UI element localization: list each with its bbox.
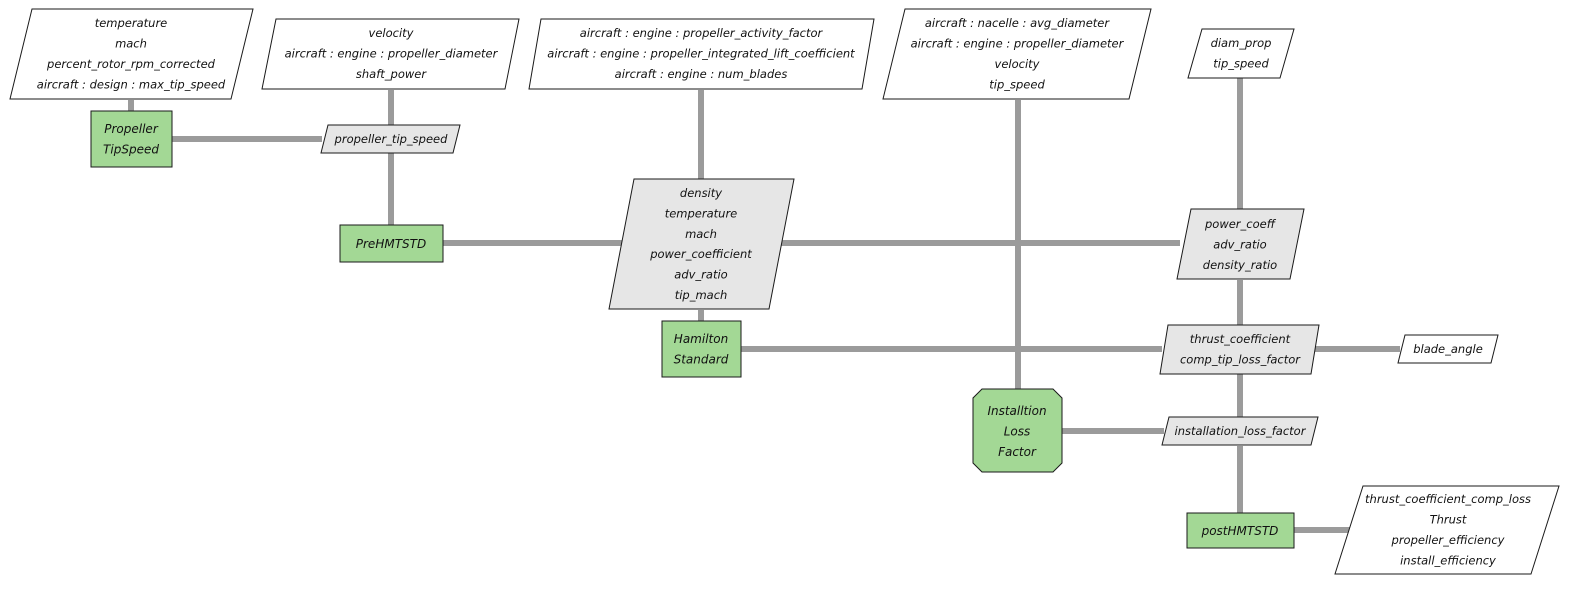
node-label: tip_speed [989, 78, 1045, 92]
process-propeller-tip-speed-shape [90, 110, 173, 168]
node-label: PreHMTSTD [356, 237, 426, 251]
node-label: propeller_efficiency [1391, 533, 1505, 547]
input-block-prehmtstd-shape [261, 18, 520, 90]
node-label: aircraft : nacelle : avg_diameter [925, 16, 1111, 30]
output-post-outputs-shape [1334, 485, 1560, 575]
node-label: aircraft : design : max_tip_speed [37, 78, 226, 92]
node-label: diam_prop [1211, 36, 1272, 50]
input-block-post: diam_prop tip_speed [1187, 28, 1295, 79]
node-label: mach [685, 227, 717, 241]
node-label: shaft_power [356, 67, 427, 81]
process-prehmtstd-shape [339, 224, 444, 263]
input-block-installation-shape [882, 8, 1152, 100]
variable-pre-outputs: density temperature mach power_coefficienta… [608, 178, 795, 310]
node-label: mach [115, 37, 147, 51]
input-block-tip-speed-shape [9, 8, 254, 100]
input-block-hamilton: aircraft : engine : propeller_activity_f… [528, 18, 875, 90]
node-label: power_coefficient [649, 247, 752, 261]
node-label: temperature [95, 16, 168, 30]
variable-installation-loss-factor: installation_loss_factor [1161, 416, 1319, 446]
variable-installation-loss-factor-shape [1161, 416, 1319, 446]
variable-hamilton-outputs-shape [1159, 324, 1320, 375]
node-label: aircraft : engine : propeller_activity_f… [580, 26, 824, 40]
node-label: tip_speed [1213, 57, 1269, 71]
node-label: install_efficiency [1400, 554, 1496, 568]
node-label: aircraft : engine : num_blades [615, 67, 788, 81]
node-label: aircraft : engine : propeller_diameter [911, 37, 1125, 51]
variable-propeller-tip-speed: propeller_tip_speed [320, 124, 461, 154]
input-block-hamilton-shape [528, 18, 875, 90]
node-label: Installtion [987, 404, 1046, 418]
node-label: thrust_coefficient_comp_loss [1365, 492, 1531, 506]
connector-lines [128, 78, 1400, 533]
input-block-post-shape [1187, 28, 1295, 79]
output-blade-angle-shape [1397, 334, 1499, 364]
node-label: installation_loss_factor [1175, 424, 1307, 438]
node-label: Factor [998, 445, 1037, 459]
node-label: velocity [369, 26, 414, 40]
node-label: percent_rotor_rpm_corrected [46, 57, 216, 71]
node-label: Thrust [1430, 513, 1467, 527]
node-label: Propeller [104, 122, 159, 136]
node-label: aircraft : engine : propeller_integrated… [547, 47, 855, 61]
node-label: Loss [1004, 425, 1031, 439]
node-label: density_ratio [1203, 258, 1277, 272]
node-label: propeller_tip_speed [334, 132, 449, 146]
node-label: TipSpeed [103, 143, 159, 157]
input-block-tip-speed: temperature mach percent_rotor_rpm_correct… [9, 8, 254, 100]
variable-hamilton-outputs: thrust_coefficient comp_tip_loss_factor [1159, 324, 1320, 375]
process-installation-loss-factor-shape [972, 388, 1063, 473]
node-label: postHMTSTD [1201, 524, 1279, 538]
process-hamilton-standard-shape [661, 320, 742, 378]
node-label: Standard [674, 353, 729, 367]
process-posthmtstd: postHMTSTD [1186, 512, 1295, 549]
node-label: thrust_coefficient [1190, 332, 1291, 346]
node-label: power_coeff [1204, 217, 1277, 231]
node-label: blade_angle [1413, 342, 1483, 356]
node-label: tip_mach [675, 288, 728, 302]
node-label: density [680, 186, 722, 200]
node-label: aircraft : engine : propeller_diameter [285, 47, 499, 61]
output-blade-angle: blade_angle [1397, 334, 1499, 364]
variable-post-pre-inputs-shape [1176, 208, 1305, 280]
node-label: adv_ratio [674, 268, 727, 282]
node-label: comp_tip_loss_factor [1180, 353, 1301, 367]
input-block-prehmtstd: velocity aircraft : engine : propeller_di… [261, 18, 520, 90]
node-label: velocity [995, 57, 1040, 71]
process-prehmtstd: PreHMTSTD [339, 224, 444, 263]
input-block-installation: aircraft : nacelle : avg_diameteraircraf… [882, 8, 1152, 100]
diagram-nodes: temperature mach percent_rotor_rpm_correct… [9, 8, 1560, 575]
node-label: Hamilton [674, 332, 728, 346]
variable-post-pre-inputs: power_coeff adv_ratio density_ratio [1176, 208, 1305, 280]
node-label: temperature [665, 206, 738, 220]
process-posthmtstd-shape [1186, 512, 1295, 549]
node-label: adv_ratio [1213, 238, 1266, 252]
variable-propeller-tip-speed-shape [320, 124, 461, 154]
variable-pre-outputs-shape [608, 178, 795, 310]
